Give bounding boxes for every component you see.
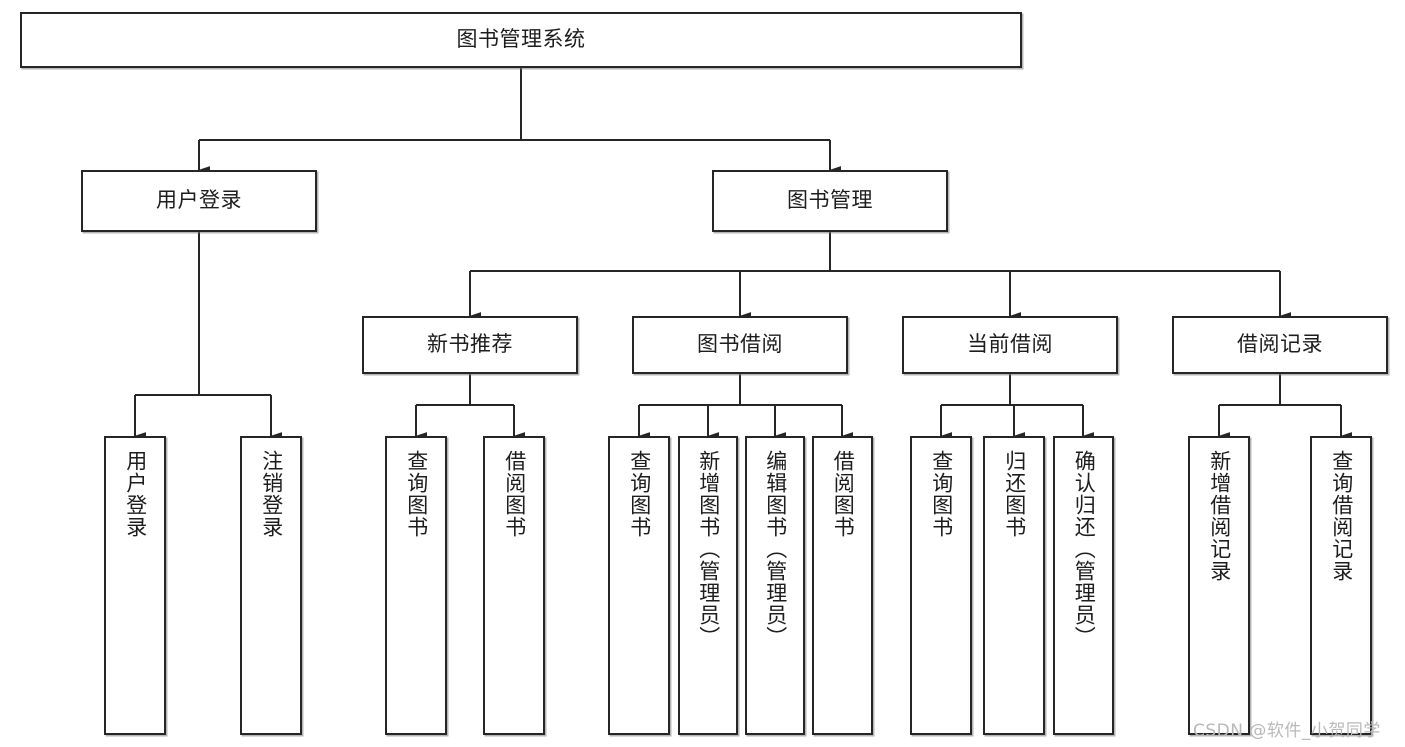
node-user-login[interactable]: 用户登录 [81, 170, 317, 232]
node-leaf-borrow-book[interactable]: 借阅图书 [812, 436, 873, 735]
node-leaf-add-borrow-record[interactable]: 新增借阅记录 [1188, 436, 1250, 735]
node-new-book-recommend[interactable]: 新书推荐 [362, 316, 578, 374]
node-label: 图书管理系统 [456, 27, 586, 52]
node-leaf-user-login[interactable]: 用户登录 [104, 436, 166, 735]
node-label: 图书借阅 [697, 332, 783, 357]
node-leaf-logout[interactable]: 注销登录 [240, 436, 302, 735]
node-leaf-return-book[interactable]: 归还图书 [983, 436, 1045, 735]
node-leaf-edit-book[interactable]: 编辑图书（管理员） [745, 436, 805, 735]
node-current-borrow[interactable]: 当前借阅 [902, 316, 1118, 374]
node-label: 借阅记录 [1237, 332, 1323, 357]
node-label: 归还图书 [1002, 450, 1027, 538]
node-label: 借阅图书 [502, 450, 527, 538]
node-leaf-borrow-book-recommend[interactable]: 借阅图书 [483, 436, 545, 735]
node-label: 注销登录 [259, 450, 284, 538]
connector-lines [133, 68, 1352, 440]
node-root[interactable]: 图书管理系统 [20, 12, 1022, 68]
node-label: 用户登录 [123, 450, 148, 538]
node-leaf-query-borrow-record[interactable]: 查询借阅记录 [1310, 436, 1372, 735]
node-book-borrow[interactable]: 图书借阅 [632, 316, 848, 374]
node-leaf-confirm-return[interactable]: 确认归还（管理员） [1053, 436, 1114, 735]
node-label: 用户登录 [156, 188, 242, 213]
node-label: 编辑图书（管理员） [763, 450, 788, 648]
node-label: 当前借阅 [967, 332, 1053, 357]
node-label: 新增图书（管理员） [696, 450, 721, 648]
node-label: 确认归还（管理员） [1072, 450, 1097, 648]
node-label: 新书推荐 [427, 332, 513, 357]
node-book-manage[interactable]: 图书管理 [712, 170, 948, 232]
node-leaf-query-book-borrow[interactable]: 查询图书 [608, 436, 670, 735]
node-borrow-record[interactable]: 借阅记录 [1172, 316, 1388, 374]
node-leaf-query-book-current[interactable]: 查询图书 [910, 436, 972, 735]
node-label: 图书管理 [787, 188, 873, 213]
node-leaf-add-book[interactable]: 新增图书（管理员） [678, 436, 738, 735]
node-label: 查询图书 [627, 450, 652, 538]
node-label: 查询图书 [929, 450, 954, 538]
node-leaf-query-book-recommend[interactable]: 查询图书 [385, 436, 447, 735]
node-label: 查询借阅记录 [1329, 450, 1354, 582]
node-label: 借阅图书 [831, 450, 856, 538]
node-label: 新增借阅记录 [1207, 450, 1232, 582]
node-label: 查询图书 [404, 450, 429, 538]
